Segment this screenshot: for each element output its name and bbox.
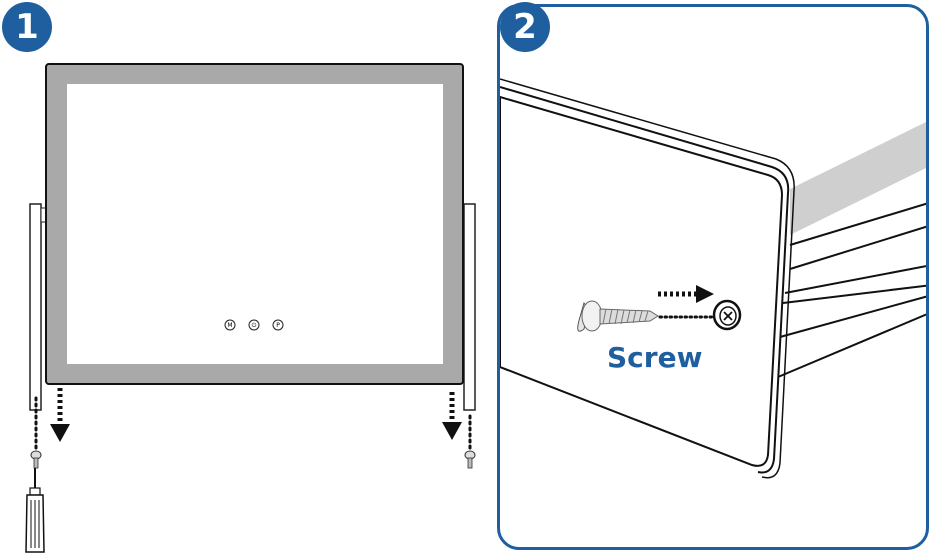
svg-text:P: P — [276, 322, 280, 329]
step2-panel: Screw — [497, 4, 929, 550]
mirror-glass — [67, 84, 443, 364]
mirror-panel-side — [500, 95, 784, 467]
left-stand-leg — [29, 203, 47, 411]
power-button-icon: ⏻ — [248, 319, 260, 331]
screw-icon — [30, 450, 42, 469]
screw-icon — [464, 450, 476, 469]
screw-label: Screw — [607, 341, 703, 374]
right-arrow-icon — [658, 285, 714, 303]
down-arrow-icon — [442, 392, 462, 440]
screwdriver-icon — [25, 468, 45, 553]
m-button-icon: M — [224, 319, 236, 331]
svg-text:M: M — [227, 322, 232, 329]
step-1-badge: 1 — [2, 2, 52, 52]
down-arrow-icon — [50, 388, 70, 442]
step-2-badge: 2 — [500, 2, 550, 52]
p-button-icon: P — [272, 319, 284, 331]
step2-illustration — [500, 78, 926, 479]
screw-hole-icon — [712, 299, 742, 331]
step1-illustration: M ⏻ P — [25, 63, 476, 553]
screw-icon — [577, 300, 659, 332]
frame-back-stripe — [790, 121, 926, 235]
frame-rear-lines — [777, 202, 926, 378]
svg-text:⏻: ⏻ — [252, 322, 257, 329]
touch-buttons: M ⏻ P — [224, 319, 284, 331]
